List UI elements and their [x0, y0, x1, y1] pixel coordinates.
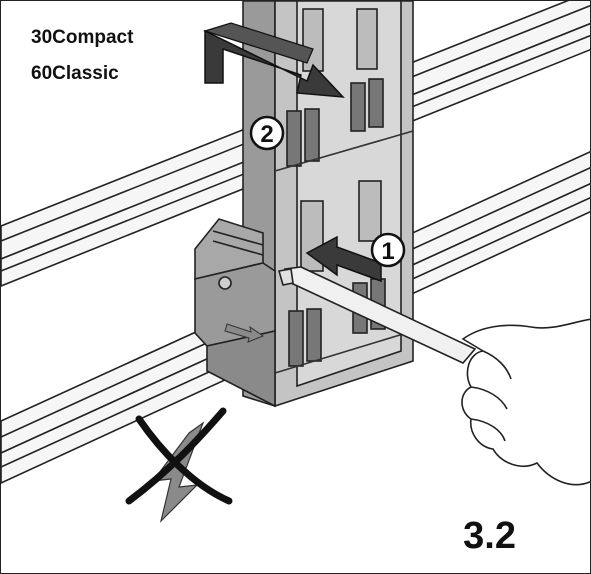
hand — [461, 318, 590, 486]
arrow-step-1 — [305, 235, 382, 283]
callout-1-label: 1 — [381, 238, 394, 265]
model-label-60classic: 60Classic — [31, 63, 119, 84]
rail-clip — [194, 218, 276, 408]
crossed-out-arrow — [125, 407, 233, 523]
callout-1-circle — [370, 232, 406, 268]
model-label-30compact: 30Compact — [31, 27, 134, 48]
arrow-step-2 — [202, 22, 345, 98]
callout-2-circle — [249, 115, 285, 151]
clip-slide-arrow — [224, 323, 265, 343]
step-number: 3.2 — [463, 515, 516, 557]
screwdriver — [277, 266, 477, 364]
callout-2-label: 2 — [260, 121, 273, 148]
